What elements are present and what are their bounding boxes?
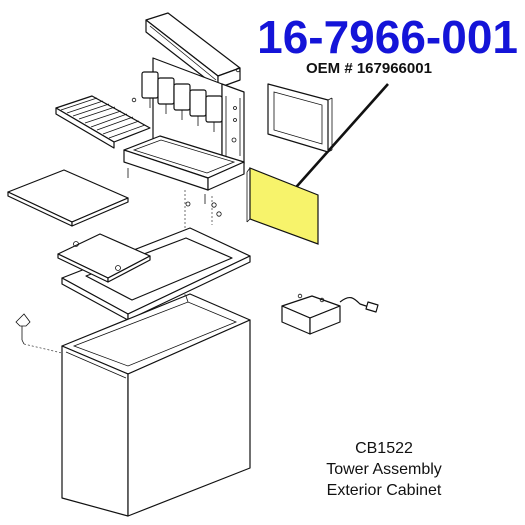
- model-number: CB1522: [355, 440, 413, 457]
- oem-number-label: OEM # 167966001: [306, 60, 432, 77]
- section-name: Exterior Cabinet: [326, 482, 442, 499]
- part-number-title: 16-7966-001: [257, 11, 518, 63]
- drip-tray: [123, 135, 245, 204]
- callout-leader-line: [281, 83, 389, 204]
- flat-cover-panel: [7, 169, 129, 227]
- access-lid: [57, 233, 151, 283]
- cup-rest-grille: [55, 95, 151, 149]
- electrical-box: [281, 293, 379, 335]
- latch-bracket: [15, 313, 31, 345]
- highlighted-side-panel: [246, 167, 319, 245]
- mounting-screws: [131, 67, 245, 263]
- diagram-caption: CB1522 Tower Assembly Exterior Cabinet: [300, 438, 468, 501]
- back-panel: [267, 83, 333, 153]
- cabinet-body: [61, 293, 251, 517]
- dispensing-valves: [141, 71, 223, 132]
- assembly-name: Tower Assembly: [326, 461, 442, 478]
